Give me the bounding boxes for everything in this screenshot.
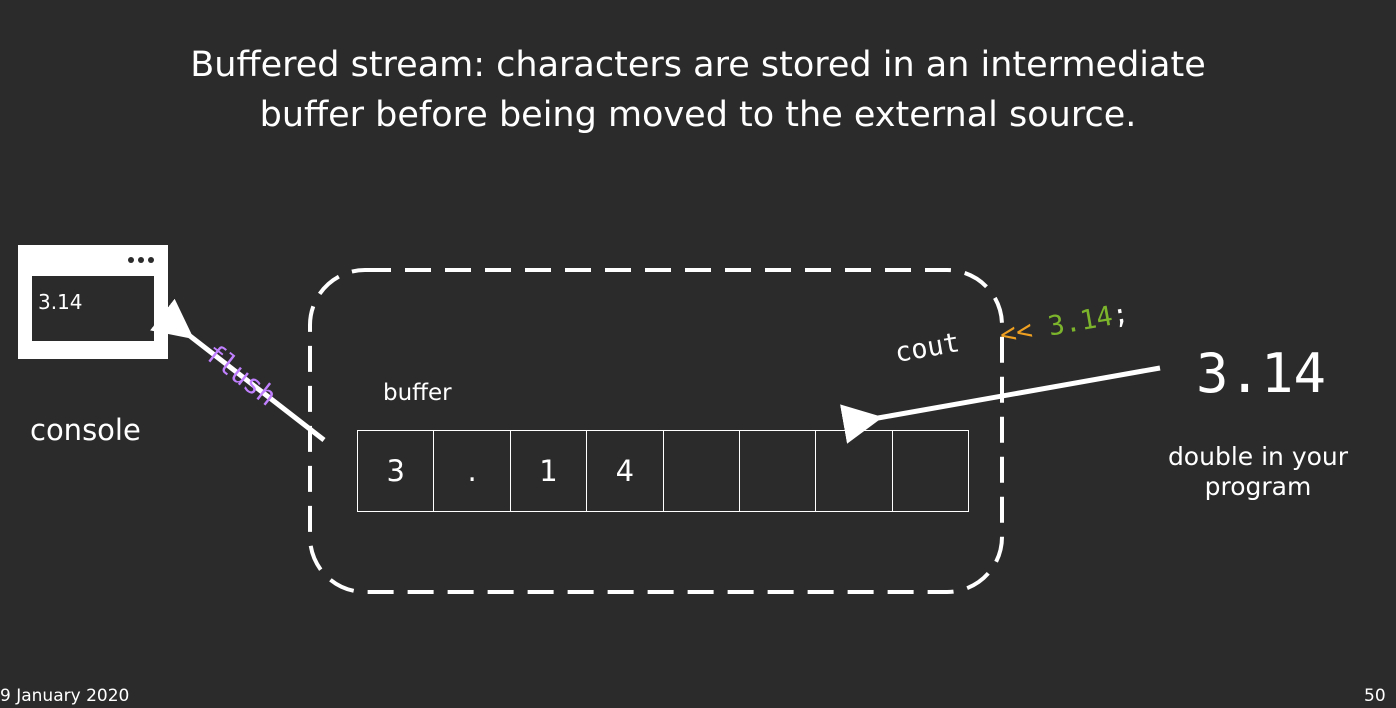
buffer-label: buffer [383,380,452,406]
program-value: 3.14 [1196,342,1327,405]
buffer-cell: 1 [509,430,588,512]
slide-title: Buffered stream: characters are stored i… [0,40,1396,140]
footer-date: 9 January 2020 [0,686,130,706]
console-value: 3.14 [38,290,83,314]
buffer-cell: 4 [586,430,664,512]
buffer-cell [891,430,969,512]
buffer-cell [662,430,740,512]
page-number: 50 [1364,686,1386,706]
buffer-cells: 3 . 1 4 [357,430,969,512]
buffer-cell [738,430,817,512]
insertion-operator: << [997,314,1036,351]
title-line-1: Buffered stream: characters are stored i… [190,45,1206,85]
buffer-cell: . [433,430,511,512]
console-window-icon: 3.14 [18,245,168,359]
buffer-cell: 3 [357,430,435,512]
program-label-line-2: program [1204,472,1312,501]
program-label-line-1: double in your [1167,442,1349,471]
cout-arrow [840,365,1161,444]
window-dots-icon [128,257,154,263]
title-line-2: buffer before being moved to the externa… [259,95,1137,135]
console-label: console [30,413,141,447]
console-screen: 3.14 [32,276,154,341]
buffer-cell [815,430,893,512]
flush-arrow [150,298,326,442]
program-label: double in your program [1140,442,1376,502]
